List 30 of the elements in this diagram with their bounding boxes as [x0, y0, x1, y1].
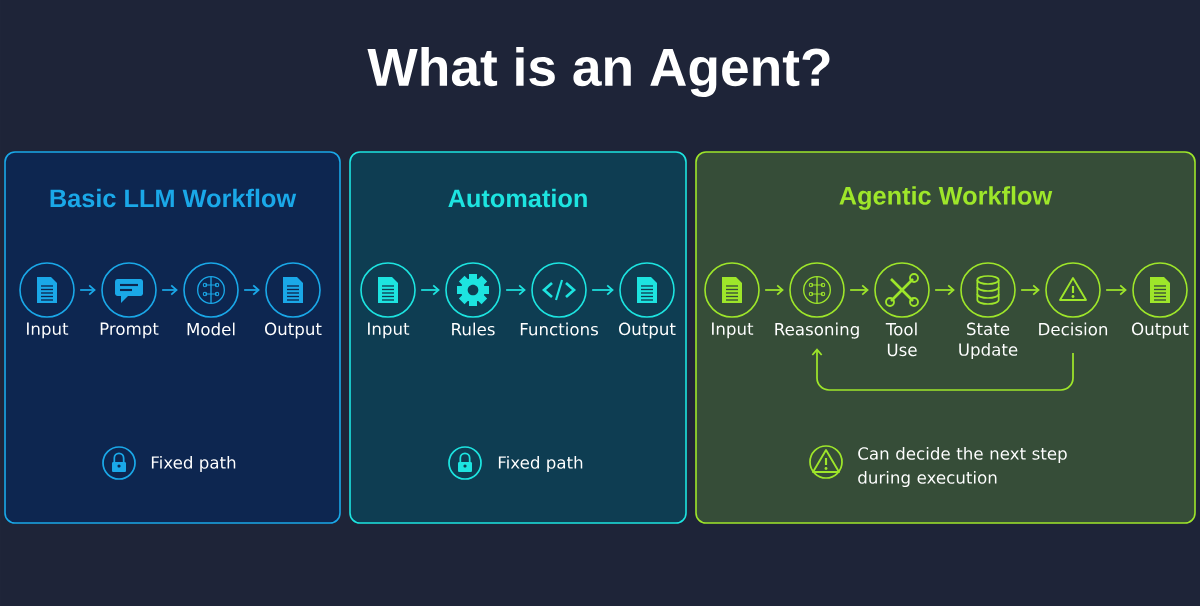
arrow [764, 284, 784, 296]
note-text: Can decide the next step during execution [858, 446, 1067, 488]
step-label: Decision [1039, 322, 1108, 336]
step-label: Input [712, 322, 754, 339]
step-label: Output [1132, 322, 1189, 339]
step-label: Output [619, 322, 676, 339]
arrow [1105, 284, 1127, 296]
step-label: Rules [452, 322, 495, 336]
arrow [1020, 284, 1040, 296]
arrow [79, 284, 96, 296]
arrow [849, 284, 869, 296]
step-label: State Update [959, 322, 1018, 360]
step-label: Reasoning [775, 322, 859, 339]
note-text: Fixed path [151, 455, 236, 473]
arrow [161, 284, 178, 296]
arrow [934, 284, 955, 296]
step-label: Input [27, 322, 69, 339]
step-label: Tool Use [885, 322, 917, 357]
step-label: Output [265, 322, 322, 339]
step-label: Model [187, 322, 235, 336]
arrow [420, 284, 440, 296]
step-label: Input [368, 322, 410, 339]
arrow [591, 284, 614, 296]
arrow [505, 284, 526, 296]
step-label: Functions [520, 322, 598, 336]
title: What is an Agent? [367, 47, 830, 97]
note-text: Fixed path [498, 455, 583, 473]
arrow [243, 284, 260, 296]
loop-arrow [811, 348, 1074, 391]
step-label: Prompt [100, 322, 159, 339]
